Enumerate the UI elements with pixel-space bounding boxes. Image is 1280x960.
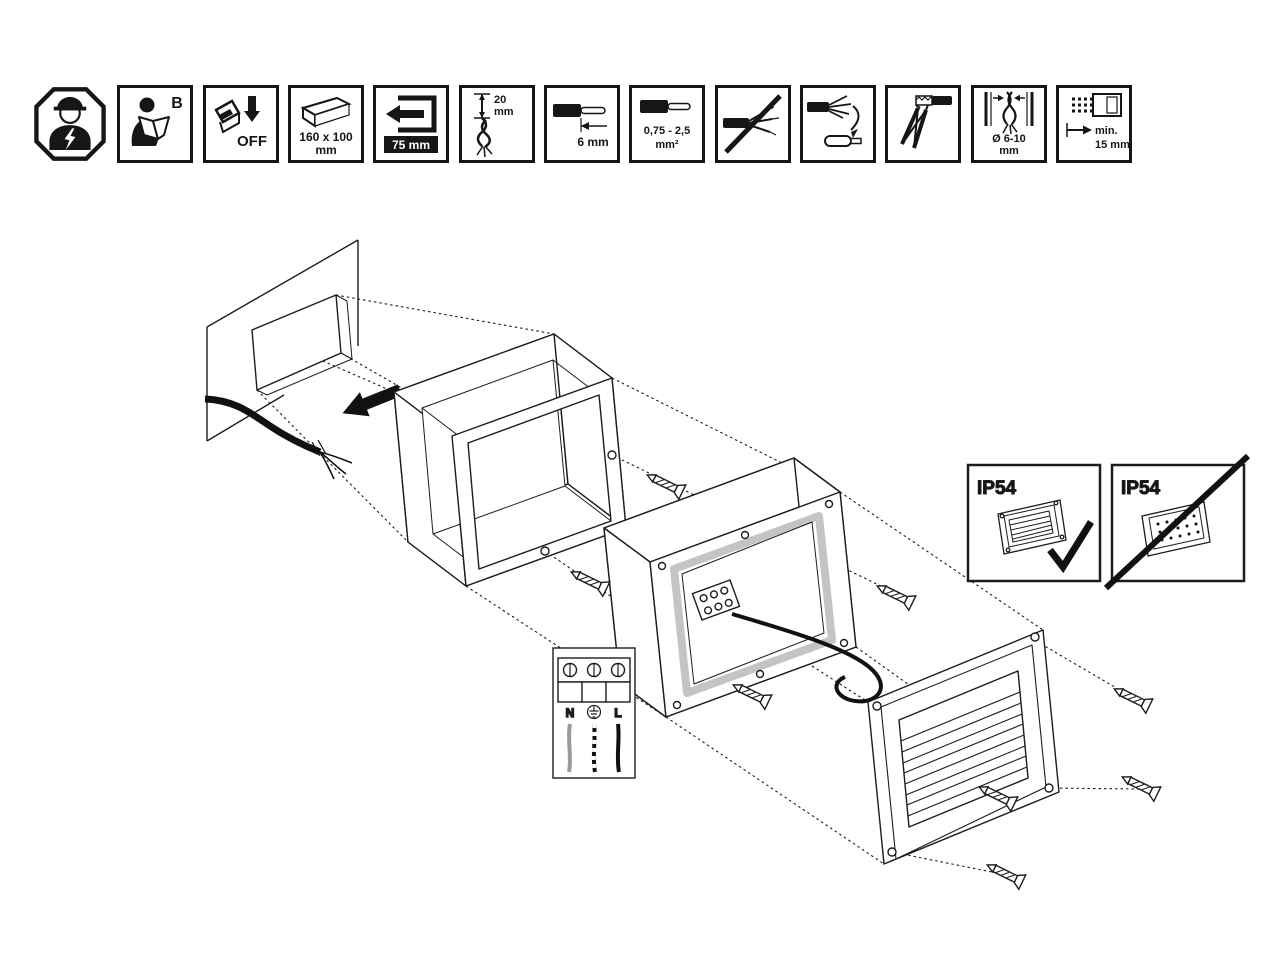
cable-diameter-icon: Ø 6-10 mm [971,85,1047,163]
wall-cutout [206,239,359,442]
svg-text:mm: mm [315,143,336,157]
svg-text:Ø 6-10: Ø 6-10 [992,133,1026,145]
flush-mount-box [393,333,627,587]
terminal-block [691,579,741,621]
svg-text:0,75 - 2,5: 0,75 - 2,5 [644,125,690,137]
mains-cable [204,395,353,480]
lamp-housing [603,457,883,718]
checkmark-icon [1047,520,1094,574]
terminal-l-label: L [614,706,621,720]
ferrule-icon [800,85,876,163]
ip54-correct-label: IP54 [977,478,1017,499]
off-label: OFF [237,133,267,150]
wire-strip-length-icon: 6 mm [544,85,620,163]
manual-class-label: B [171,95,183,112]
insert-arrow-icon [342,384,403,417]
terminal-n-label: N [566,706,575,720]
read-manual-icon: B [117,85,193,163]
gasket-seal [670,512,836,697]
insert-depth-icon: min. 15 mm [1056,85,1132,163]
ip54-wrong-box: IP54 [1103,453,1251,591]
ip54-correct-box: IP54 [966,463,1102,583]
sheath-strip-length-icon: 20 mm [459,85,535,163]
light-fixture [867,629,1060,865]
svg-text:min.: min. [1095,125,1118,137]
wall-cutout-size-icon: 160 x 100 mm [288,85,364,163]
live-wire [615,723,621,773]
svg-text:160 x 100: 160 x 100 [299,130,353,144]
crimp-tool-icon [885,85,961,163]
ip54-wrong-label: IP54 [1121,478,1161,499]
lamp-wire [731,612,883,704]
svg-text:mm: mm [494,106,514,118]
wire-cross-section-icon: 0,75 - 2,5 mm² [629,85,705,163]
neutral-wire [567,723,572,773]
svg-text:mm²: mm² [655,139,679,151]
prohibition-line [1103,453,1251,591]
svg-text:6 mm: 6 mm [577,135,608,149]
recess-depth-icon: 75 mm [373,85,449,163]
svg-text:mm: mm [999,145,1019,157]
terminal-detail: N L [552,647,636,779]
svg-text:20: 20 [494,94,506,106]
electrician-icon [32,85,108,163]
svg-text:75 mm: 75 mm [392,138,430,152]
do-not-nick-wires-icon [715,85,791,163]
power-off-icon: OFF [203,85,279,163]
earth-symbol-icon [586,704,602,720]
svg-text:15 mm: 15 mm [1095,139,1129,151]
